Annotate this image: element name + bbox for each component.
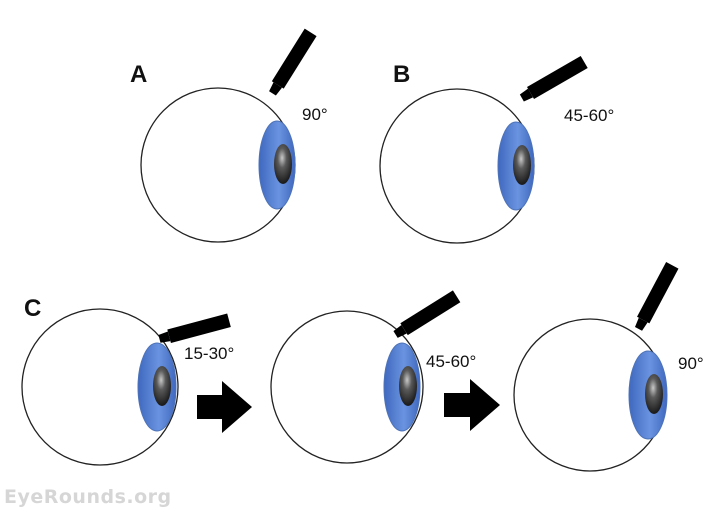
- panel-a-label: A: [130, 61, 147, 88]
- panel-a-eye: [140, 87, 296, 243]
- panel-a-angle: 90°: [302, 105, 328, 124]
- pupil-icon: [274, 144, 292, 184]
- panel-c-step2-angle: 45-60°: [426, 352, 476, 371]
- right-arrow-icon: [197, 381, 252, 433]
- panel-c-label: C: [24, 295, 41, 322]
- panel-b-label: B: [393, 61, 410, 88]
- pupil-icon: [399, 366, 417, 406]
- panel-b-eye: [379, 88, 535, 244]
- pupil-icon: [153, 366, 171, 406]
- panel-b-angle: 45-60°: [564, 106, 614, 125]
- globe-icon: [21, 308, 179, 466]
- panel-a-syringe-icon: [252, 12, 330, 114]
- panel-c-step1-angle: 15-30°: [184, 344, 234, 363]
- pupil-icon: [645, 374, 663, 414]
- panel-c-step3-eye: [513, 318, 668, 472]
- pupil-icon: [513, 145, 531, 185]
- panel-c-step1-eye: [21, 308, 179, 466]
- globe-icon: [270, 310, 424, 464]
- panel-c-step3-angle: 90°: [678, 354, 704, 373]
- right-arrow-icon: [444, 379, 500, 431]
- watermark: EyeRounds.org: [4, 486, 172, 508]
- panel-c-step2-eye: [270, 310, 424, 464]
